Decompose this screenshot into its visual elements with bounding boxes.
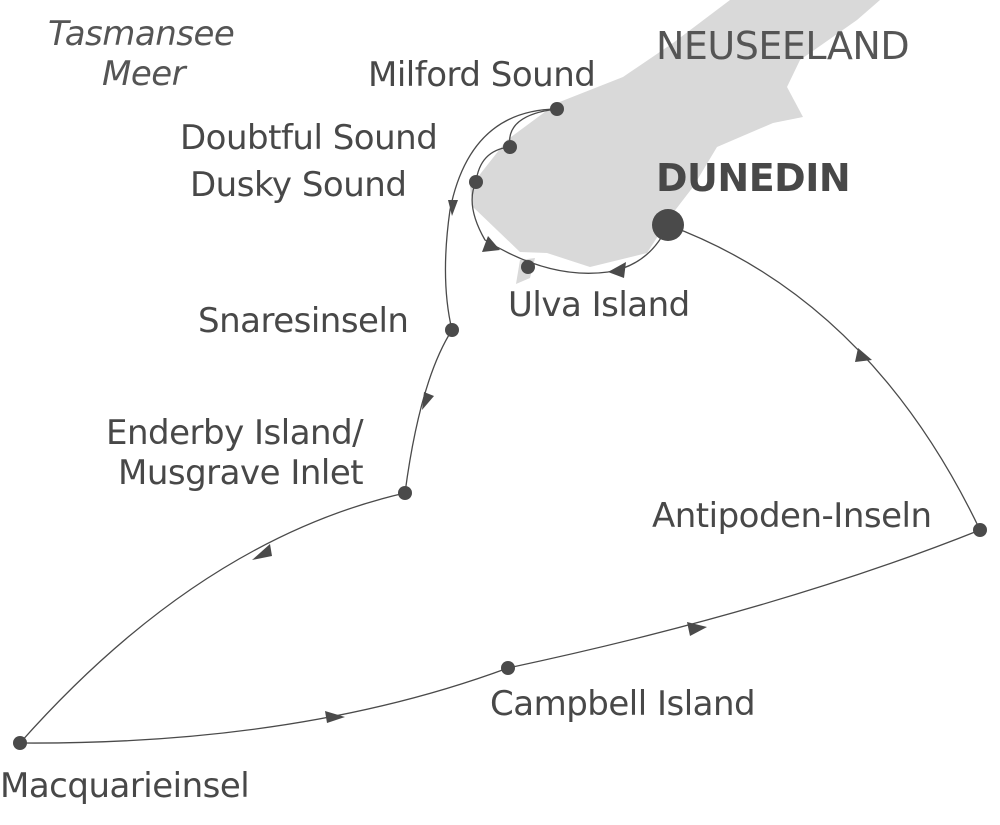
campbell-label: Campbell Island — [490, 684, 756, 724]
doubtful-label: Doubtful Sound — [180, 118, 438, 158]
arrow-icon — [482, 236, 500, 252]
new-zealand-land — [470, 0, 880, 267]
arrow-icon — [608, 262, 626, 278]
enderby-label-line2: Musgrave Inlet — [118, 453, 364, 493]
arrow-icon — [448, 200, 458, 216]
route-macquarie-campbell — [19, 667, 509, 744]
enderby-marker — [398, 486, 412, 500]
arrow-icon — [422, 392, 434, 410]
dusky-marker — [469, 175, 483, 189]
ulva-marker — [521, 260, 535, 274]
snares-marker — [445, 323, 459, 337]
country-label: NEUSEELAND — [656, 24, 910, 68]
enderby-label-line1: Enderby Island/ — [106, 413, 364, 453]
antipoden-marker — [973, 523, 987, 537]
route-snares-enderby — [404, 329, 453, 494]
route-antipoden-dunedin — [667, 224, 981, 531]
sea-label-line1: Tasmansee — [48, 14, 235, 54]
port-label: DUNEDIN — [656, 156, 851, 200]
route-milford-snares — [444, 108, 558, 331]
antipoden-label: Antipoden-Inseln — [652, 496, 932, 536]
route-campbell-antipoden — [507, 529, 981, 669]
dunedin-port-marker — [652, 209, 684, 241]
dusky-label: Dusky Sound — [190, 165, 407, 205]
direction-arrows — [252, 200, 872, 723]
milford-label: Milford Sound — [368, 55, 596, 95]
macquarie-marker — [13, 736, 27, 750]
sea-label-line2: Meer — [102, 54, 186, 94]
doubtful-marker — [503, 140, 517, 154]
arrow-icon — [325, 711, 345, 723]
arrow-icon — [855, 348, 872, 362]
route-enderby-macquarie — [19, 492, 406, 744]
macquarie-label: Macquarieinsel — [0, 766, 250, 806]
snares-label: Snaresinseln — [198, 301, 409, 341]
campbell-marker — [501, 661, 515, 675]
arrow-icon — [687, 622, 707, 636]
arrow-icon — [252, 544, 272, 560]
ulva-label: Ulva Island — [508, 285, 690, 325]
milford-marker — [550, 102, 564, 116]
